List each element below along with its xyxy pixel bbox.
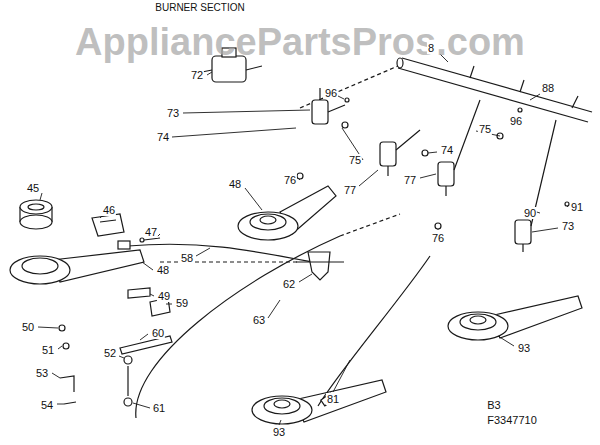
callout-number: F3347710 <box>486 414 538 426</box>
callout-number: 47 <box>144 226 158 238</box>
burner-head <box>10 200 144 284</box>
callout-number: 81 <box>326 393 340 405</box>
callout-number: 59 <box>175 297 189 309</box>
callout-number: 77 <box>403 174 417 186</box>
callout-number: 8 <box>427 42 435 54</box>
burner-valve <box>312 88 556 252</box>
callout-number: 58 <box>180 252 194 264</box>
callout-number: 93 <box>272 426 286 438</box>
burner-head <box>252 380 386 424</box>
callout-number: 96 <box>509 115 523 127</box>
leader-line <box>38 54 568 425</box>
callout-number: 53 <box>35 367 49 379</box>
callout-number: 73 <box>166 107 180 119</box>
orifice-fitting <box>297 98 569 229</box>
callout-number: 91 <box>570 201 584 213</box>
callout-number: 96 <box>324 87 338 99</box>
callout-number: 52 <box>103 347 117 359</box>
callout-number: 77 <box>343 184 357 196</box>
burner-clip <box>92 214 160 298</box>
callout-number: 75 <box>348 154 362 166</box>
callout-number: 60 <box>151 327 165 339</box>
callout-number: 48 <box>156 264 170 276</box>
callout-number: 48 <box>228 178 242 190</box>
callout-number: 88 <box>541 82 555 94</box>
callout-number: 49 <box>157 290 171 302</box>
callout-number: 54 <box>40 399 54 411</box>
callout-number: 62 <box>282 278 296 290</box>
callout-number: 75 <box>478 123 492 135</box>
callout-number: 61 <box>152 402 166 414</box>
callout-number: 51 <box>41 344 55 356</box>
callout-number: 46 <box>102 204 116 216</box>
burner-head <box>448 296 582 340</box>
igniter-parts <box>59 298 172 406</box>
manifold-pipe <box>300 58 592 122</box>
callout-number: 74 <box>156 131 170 143</box>
tube-bracket <box>296 252 344 280</box>
callout-number: 73 <box>561 220 575 232</box>
watermark: AppliancePartsPros.com <box>75 22 525 62</box>
callout-number: 74 <box>440 144 454 156</box>
callout-number: 76 <box>283 174 297 186</box>
callout-number: 90 <box>523 207 537 219</box>
callout-number: 72 <box>190 69 204 81</box>
callout-number: B3 <box>486 399 501 411</box>
callout-number: 93 <box>517 342 531 354</box>
diagram-title: BURNER SECTION <box>153 2 246 13</box>
flash-tube <box>118 214 430 418</box>
burner-head <box>238 186 336 240</box>
callout-number: 76 <box>431 232 445 244</box>
callout-number: 50 <box>21 321 35 333</box>
callout-number: 45 <box>26 182 40 194</box>
callout-number: 63 <box>252 314 266 326</box>
